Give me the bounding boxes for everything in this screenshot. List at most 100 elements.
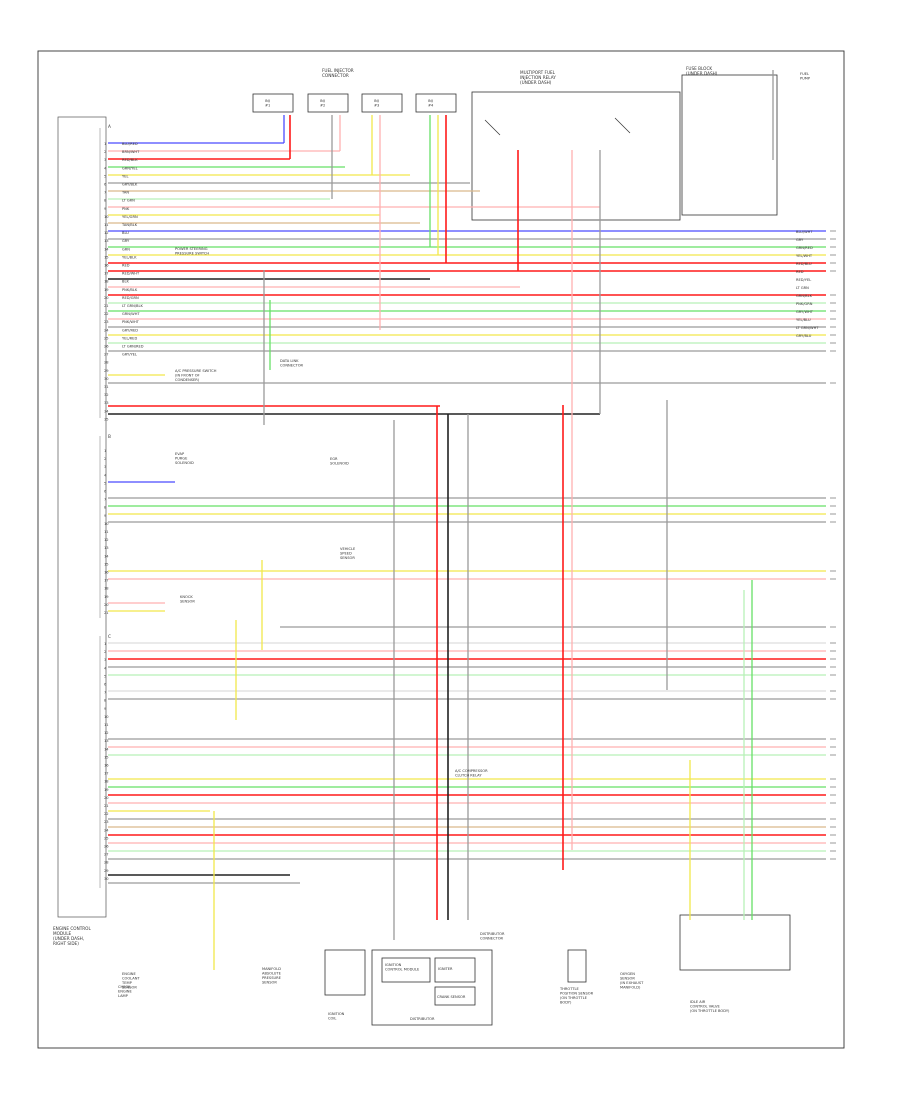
tps-label-line-1: POSITION SENSOR bbox=[560, 992, 594, 996]
fuel-injector-title-line-0: FUEL INJECTOR bbox=[322, 68, 354, 73]
wire-color-right-8: GRN/BLK bbox=[796, 294, 813, 298]
pin-a-15: 15 bbox=[104, 255, 109, 259]
pin-c-20: 20 bbox=[104, 796, 109, 800]
pin-c-23: 23 bbox=[104, 820, 109, 824]
pin-a-31: 31 bbox=[104, 385, 109, 389]
wire-color-left-26: GRY/YEL bbox=[122, 353, 137, 357]
pin-b-11: 11 bbox=[104, 530, 109, 534]
pin-b-19: 19 bbox=[104, 595, 109, 599]
wire-color-left-4: YEL bbox=[122, 174, 128, 178]
wire-color-right-0: BLU/WHT bbox=[796, 230, 813, 234]
egr-solenoid-label-line-0: EGR bbox=[330, 457, 338, 461]
ignition-module-label-line-1: CONTROL MODULE bbox=[385, 968, 420, 972]
wire-color-left-25: LT GRN/RED bbox=[122, 345, 144, 349]
pin-c-8: 8 bbox=[104, 699, 107, 703]
injector-1-box bbox=[252, 93, 294, 113]
tps-label-line-2: (ON THROTTLE bbox=[560, 996, 588, 1000]
wire-color-left-12: GRY bbox=[122, 239, 130, 243]
cel-label-line-1: ENGINE bbox=[118, 990, 132, 994]
map-sensor-label-line-2: PRESSURE bbox=[262, 976, 282, 980]
pin-a-24: 24 bbox=[104, 328, 109, 332]
wire-color-left-23: GRY/RED bbox=[122, 328, 138, 332]
ecm-connector-a-label: A bbox=[108, 124, 111, 129]
pin-b-13: 13 bbox=[104, 546, 109, 550]
label-group: FUEL INJECTORCONNECTORINJ#1INJ#2INJ#3INJ… bbox=[53, 66, 819, 1021]
pin-b-5: 5 bbox=[104, 481, 106, 485]
wire-color-right-13: GRY/BLU bbox=[796, 334, 812, 338]
wire-color-right-4: RED/BLU bbox=[796, 262, 812, 266]
tps-label-line-3: BODY) bbox=[560, 1001, 572, 1005]
pin-c-3: 3 bbox=[104, 658, 106, 662]
crank-sensor-label: CRANK SENSOR bbox=[437, 995, 466, 999]
pin-b-12: 12 bbox=[104, 538, 109, 542]
pin-b-6: 6 bbox=[104, 490, 107, 494]
pin-c-24: 24 bbox=[104, 828, 109, 832]
iac-valve-label-line-0: IDLE AIR bbox=[690, 1000, 706, 1004]
pin-b-20: 20 bbox=[104, 603, 109, 607]
ignition-coil-label-line-0: IGNITION bbox=[328, 1012, 345, 1016]
wire-color-left-24: YEL/RED bbox=[122, 336, 137, 340]
o2-sensor-label-line-2: (IN EXHAUST bbox=[620, 981, 644, 985]
pin-a-32: 32 bbox=[104, 393, 109, 397]
pin-b-2: 2 bbox=[104, 457, 106, 461]
injector-2-label-line-1: #2 bbox=[320, 104, 325, 108]
injector-3-label-line-0: INJ bbox=[374, 99, 379, 103]
pin-a-35: 35 bbox=[104, 417, 109, 421]
pin-a-8: 8 bbox=[104, 199, 107, 203]
wire-color-left-17: BLK bbox=[122, 280, 129, 284]
pin-c-9: 9 bbox=[104, 707, 107, 711]
mfi-relay-label-line-0: MULTIPORT FUEL bbox=[520, 70, 556, 75]
pin-c-26: 26 bbox=[104, 845, 109, 849]
wire-color-left-1: BRN/WHT bbox=[122, 150, 140, 154]
o2-sensor-label-line-0: OXYGEN bbox=[620, 972, 635, 976]
iac-valve-label-line-1: CONTROL VALVE bbox=[690, 1005, 720, 1009]
pin-a-12: 12 bbox=[104, 231, 109, 235]
mfi-relay-label-line-2: (UNDER DASH) bbox=[520, 80, 552, 85]
mfi-relay-label-line-1: INJECTION RELAY bbox=[520, 75, 556, 80]
cel-label-line-0: CHECK bbox=[118, 985, 131, 989]
knock-sensor-label-line-1: SENSOR bbox=[180, 600, 195, 604]
pin-a-3: 3 bbox=[104, 158, 106, 162]
ac-relay-label-line-1: CLUTCH RELAY bbox=[455, 774, 482, 778]
pin-b-15: 15 bbox=[104, 562, 109, 566]
pin-c-11: 11 bbox=[104, 723, 109, 727]
ac-control-label-line-0: A/C PRESSURE SWITCH bbox=[175, 369, 217, 373]
pin-a-22: 22 bbox=[104, 312, 109, 316]
pin-c-4: 4 bbox=[104, 666, 107, 670]
pin-c-2: 2 bbox=[104, 650, 106, 654]
pin-b-9: 9 bbox=[104, 514, 107, 518]
ect-sensor-label-line-1: COOLANT bbox=[122, 977, 140, 981]
pin-c-25: 25 bbox=[104, 836, 109, 840]
pin-c-5: 5 bbox=[104, 674, 106, 678]
pin-c-13: 13 bbox=[104, 739, 109, 743]
pin-c-12: 12 bbox=[104, 731, 109, 735]
wire-color-right-10: GRY/WHT bbox=[796, 310, 814, 314]
pin-c-16: 16 bbox=[104, 764, 109, 768]
fuel-pump-label-line-0: FUEL bbox=[800, 72, 809, 76]
pin-a-11: 11 bbox=[104, 223, 109, 227]
pin-a-16: 16 bbox=[104, 264, 109, 268]
injector-4-label-line-1: #4 bbox=[428, 104, 434, 108]
wire-color-right-12: LT GRN/WHT bbox=[796, 326, 819, 330]
pin-c-19: 19 bbox=[104, 788, 109, 792]
fuel-pump-label-line-1: PUMP bbox=[800, 77, 811, 81]
pin-c-27: 27 bbox=[104, 853, 109, 857]
injector-3-box bbox=[361, 93, 403, 113]
pin-a-17: 17 bbox=[104, 272, 109, 276]
distributor-label: DISTRIBUTOR bbox=[410, 1017, 435, 1021]
pin-b-8: 8 bbox=[104, 506, 107, 510]
wire-color-left-2: RED/BLK bbox=[122, 158, 138, 162]
map-sensor-label-line-3: SENSOR bbox=[262, 981, 277, 985]
pin-a-21: 21 bbox=[104, 304, 109, 308]
pin-b-3: 3 bbox=[104, 465, 106, 469]
wire-color-right-3: YEL/WHT bbox=[796, 254, 813, 258]
pin-b-16: 16 bbox=[104, 571, 109, 575]
vss-label-line-0: VEHICLE bbox=[340, 547, 356, 551]
distributor-box bbox=[371, 949, 493, 1026]
pin-a-10: 10 bbox=[104, 215, 109, 219]
pin-a-26: 26 bbox=[104, 345, 109, 349]
pin-b-18: 18 bbox=[104, 587, 109, 591]
pin-a-27: 27 bbox=[104, 353, 109, 357]
power-steering-label-line-0: POWER STEERING bbox=[175, 247, 208, 251]
